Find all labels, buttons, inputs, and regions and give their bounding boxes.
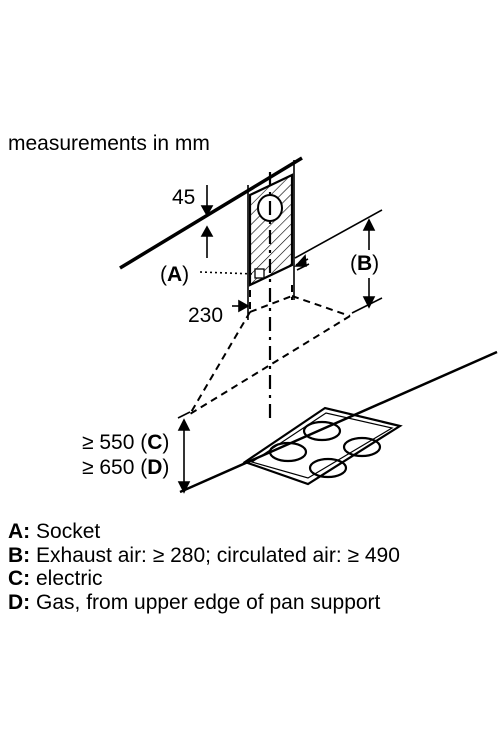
clearance-dimension <box>177 411 191 494</box>
dim-45-label: 45 <box>172 186 195 209</box>
width-label: 230 <box>188 304 223 327</box>
legend-item-d: D: Gas, from upper edge of pan support <box>8 590 381 614</box>
burner <box>268 441 308 463</box>
cooktop <box>242 406 403 486</box>
burner <box>308 457 348 479</box>
measurements-heading: measurements in mm <box>8 132 210 155</box>
socket-label: (A) <box>160 263 189 286</box>
legend-item-c: C: electric <box>8 567 103 590</box>
worktop-line <box>179 350 498 494</box>
height-label: (B) <box>350 252 379 275</box>
electric-clearance-label: ≥ 550 (C) <box>82 431 169 454</box>
height-dimension <box>294 209 383 314</box>
legend-item-a: A: Socket <box>8 520 101 543</box>
hood-canopy <box>189 285 351 415</box>
ceiling-line <box>119 156 303 270</box>
gas-clearance-label: ≥ 650 (D) <box>82 456 169 479</box>
socket-leader <box>199 271 256 275</box>
burner <box>302 420 342 442</box>
legend: A: Socket B: Exhaust air: ≥ 280; circula… <box>8 520 498 614</box>
legend-item-b: B: Exhaust air: ≥ 280; circulated air: ≥… <box>8 543 400 567</box>
chimney-guides <box>200 160 310 320</box>
burner <box>342 436 382 458</box>
socket-box <box>254 268 265 279</box>
